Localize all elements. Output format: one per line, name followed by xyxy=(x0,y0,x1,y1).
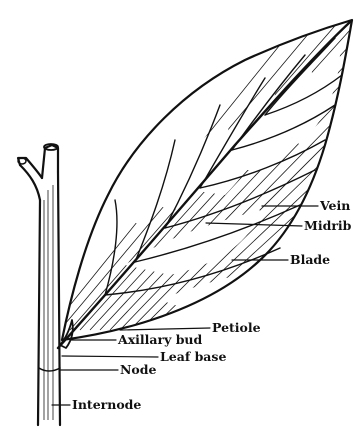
axillary-bud-label: Axillary bud xyxy=(117,332,203,347)
leaf-base-label: Leaf base xyxy=(160,349,226,364)
midrib-label: Midrib xyxy=(304,218,352,233)
leaf-base-leader xyxy=(62,356,158,357)
vein-label: Vein xyxy=(319,198,350,213)
leaf xyxy=(50,20,352,348)
internode-label: Internode xyxy=(72,397,141,412)
node-label: Node xyxy=(120,362,157,377)
blade-label: Blade xyxy=(290,252,330,267)
petiole-leader xyxy=(120,328,210,330)
petiole-label: Petiole xyxy=(212,320,261,335)
stem xyxy=(18,144,73,425)
